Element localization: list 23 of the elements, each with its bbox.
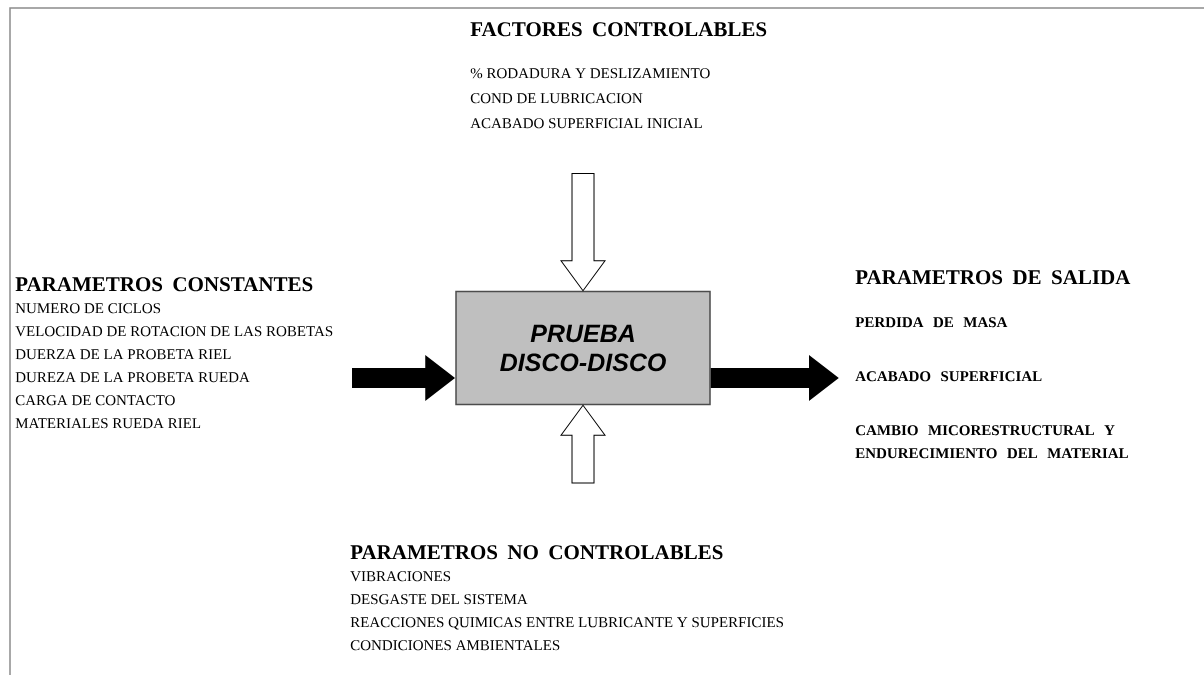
list-item: VIBRACIONES <box>350 571 451 582</box>
hollow-arrow <box>560 404 606 484</box>
group-heading: PARAMETROS NO CONTROLABLES <box>350 545 723 560</box>
hollow-arrow <box>560 172 606 292</box>
list-item: CONDICIONES AMBIENTALES <box>350 640 560 651</box>
list-item: ACABADO SUPERFICIAL INICIAL <box>470 118 702 129</box>
list-item: REACCIONES QUIMICAS ENTRE LUBRICANTE Y SUPERFICIES <box>350 617 783 630</box>
group-heading: FACTORES CONTROLABLES <box>470 22 767 37</box>
list-item: % RODADURA Y DESLIZAMIENTO <box>470 68 710 79</box>
list-item: VELOCIDAD DE ROTACION DE LAS ROBETAS <box>15 326 333 337</box>
list-item: MATERIALES RUEDA RIEL <box>15 418 201 429</box>
list-item: DESGASTE DEL SISTEMA <box>350 594 528 605</box>
group-heading: PARAMETROS DE SALIDA <box>855 270 1131 285</box>
list-item: DUREZA DE LA PROBETA RUEDA <box>15 372 250 383</box>
group-heading: PARAMETROS CONSTANTES <box>15 277 313 292</box>
list-item: NUMERO DE CICLOS <box>15 303 161 314</box>
list-item: CARGA DE CONTACTO <box>15 395 175 406</box>
list-item: COND DE LUBRICACION <box>470 93 643 104</box>
list-item: CAMBIO MICORESTRUCTURAL Y ENDURECIMIENTO DEL MATERIAL <box>855 425 1128 459</box>
process-box: PRUEBA DISCO-DISCO <box>455 290 711 406</box>
list-item: PERDIDA DE MASA <box>855 317 1008 328</box>
list-item: ACABADO SUPERFICIAL <box>855 371 1042 382</box>
list-item: DUERZA DE LA PROBETA RIEL <box>15 349 231 360</box>
